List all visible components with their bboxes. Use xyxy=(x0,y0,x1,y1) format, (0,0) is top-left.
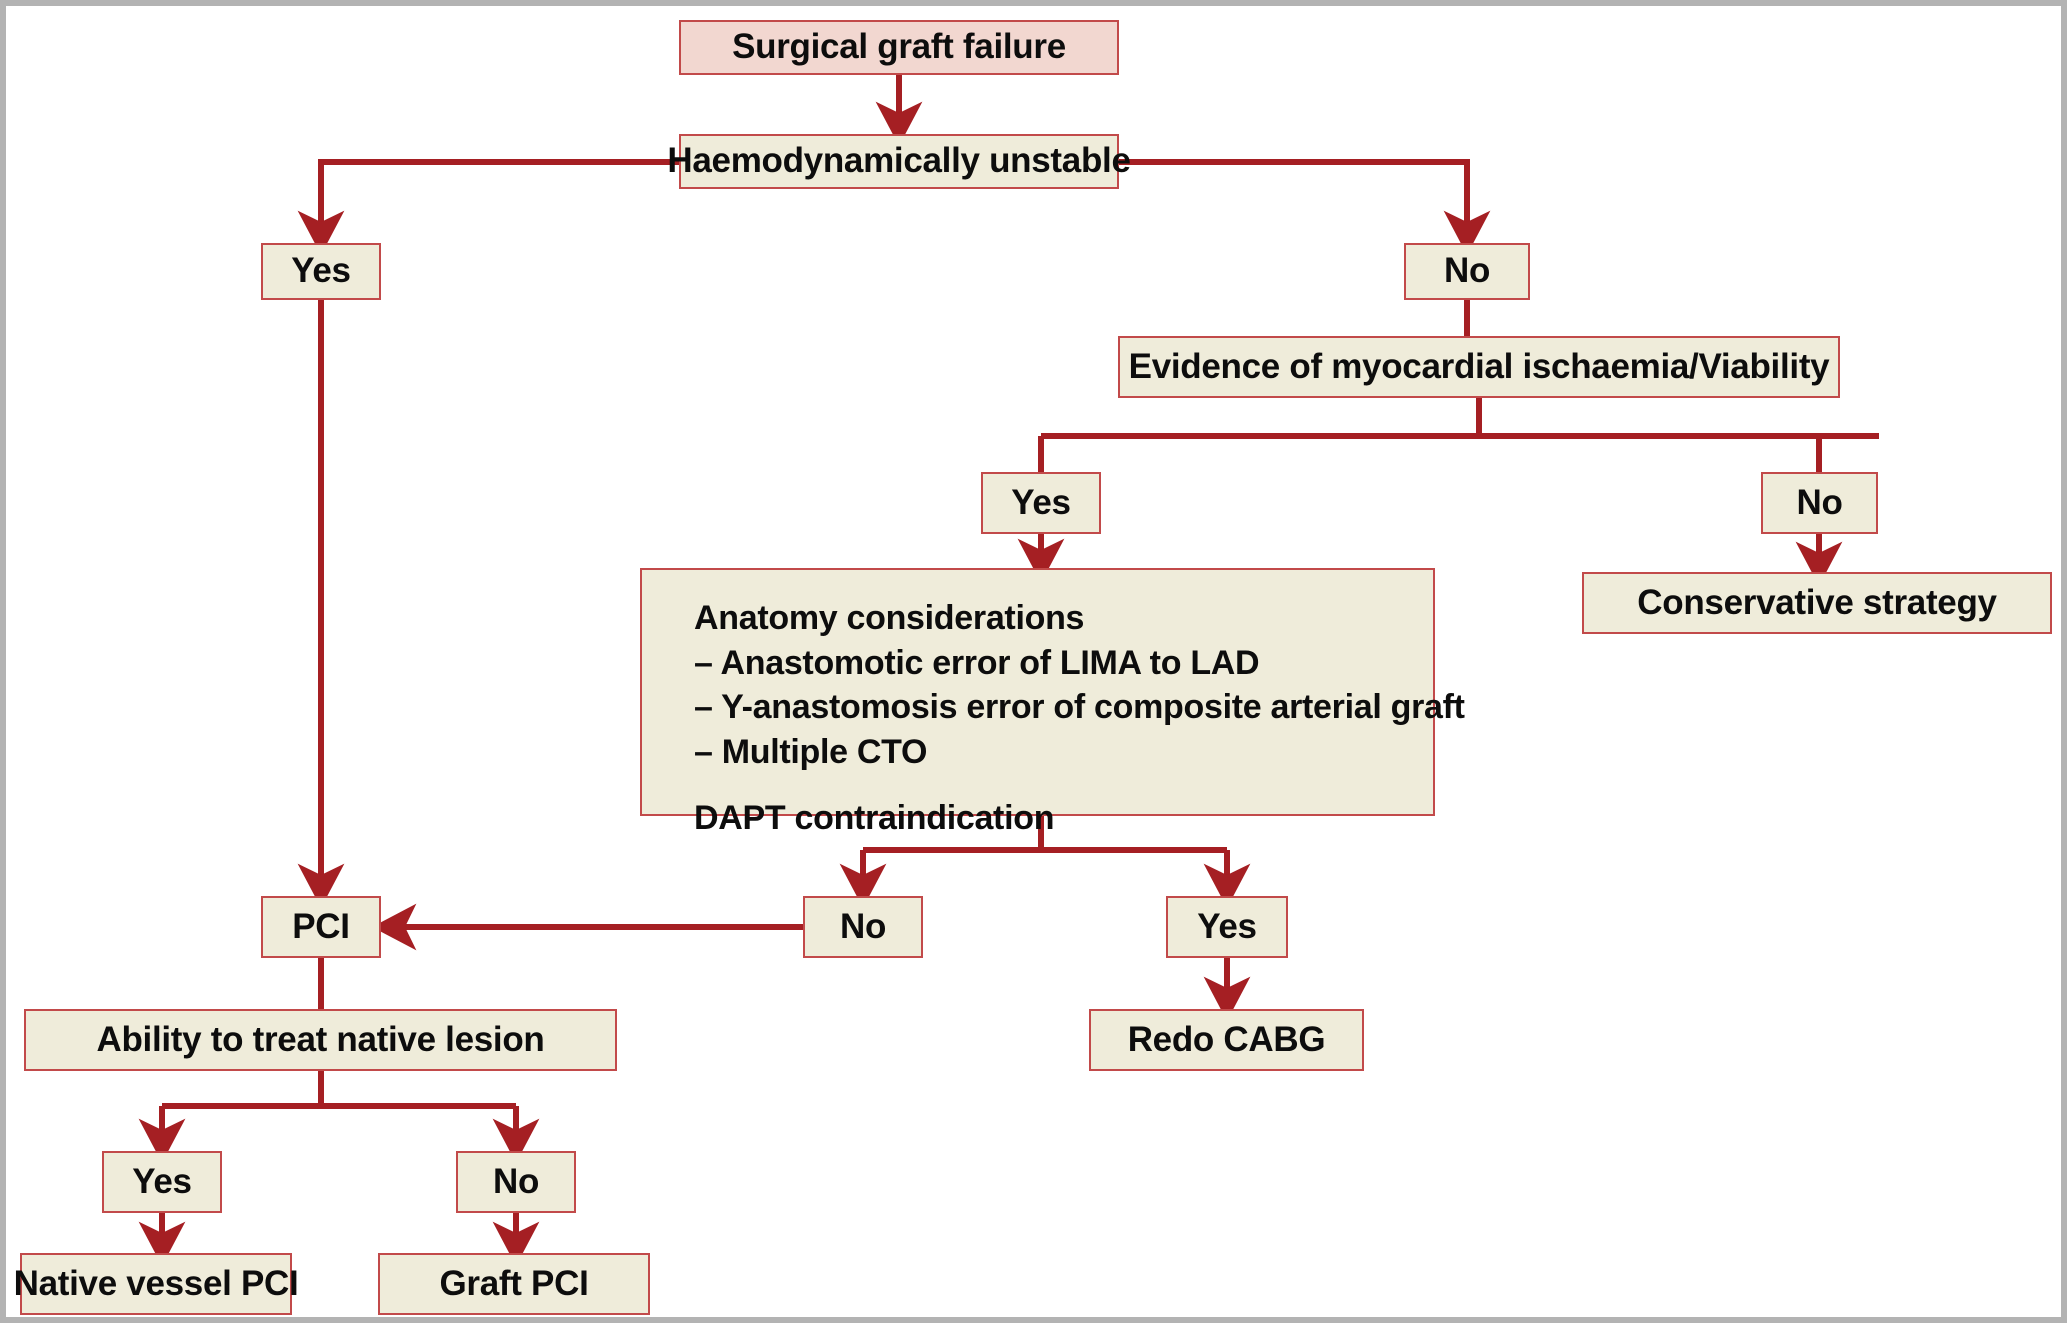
node-ability-no[interactable]: No xyxy=(456,1151,576,1213)
node-label: Yes xyxy=(291,251,351,291)
node-haemo-yes[interactable]: Yes xyxy=(261,243,381,300)
node-ability-yes[interactable]: Yes xyxy=(102,1151,222,1213)
node-pci[interactable]: PCI xyxy=(261,896,381,958)
node-anatomy-yes[interactable]: Yes xyxy=(1166,896,1288,958)
anatomy-bullet-2: – Y-anastomosis error of composite arter… xyxy=(694,688,1465,727)
node-evidence-no[interactable]: No xyxy=(1761,472,1878,534)
node-haemo-no[interactable]: No xyxy=(1404,243,1530,300)
node-evidence-of-myocardial-ischaemia[interactable]: Evidence of myocardial ischaemia/Viabili… xyxy=(1118,336,1840,398)
node-label: Haemodynamically unstable xyxy=(667,141,1131,181)
anatomy-heading: Anatomy considerations xyxy=(694,599,1085,637)
anatomy-footer: DAPT contraindication xyxy=(694,799,1055,838)
node-label: No xyxy=(1796,482,1843,522)
node-label: Graft PCI xyxy=(439,1263,589,1303)
node-redo-cabg[interactable]: Redo CABG xyxy=(1089,1009,1364,1071)
node-label: No xyxy=(1443,251,1491,291)
edge-haemo-to-no1 xyxy=(1119,159,1491,255)
node-label: No xyxy=(839,906,887,946)
node-haemodynamically-unstable[interactable]: Haemodynamically unstable xyxy=(667,134,1131,189)
node-anatomy-no[interactable]: No xyxy=(803,896,923,958)
node-surgical-graft-failure[interactable]: Surgical graft failure xyxy=(679,20,1119,75)
edge-haemo-to-yes1 xyxy=(297,159,679,255)
node-label: Native vessel PCI xyxy=(13,1263,299,1303)
node-conservative-strategy[interactable]: Conservative strategy xyxy=(1582,572,2052,634)
node-label: Surgical graft failure xyxy=(732,27,1066,67)
node-ability-to-treat-native-lesion[interactable]: Ability to treat native lesion xyxy=(24,1009,617,1071)
node-label: Evidence of myocardial ischaemia/Viabili… xyxy=(1128,346,1830,386)
node-anatomy-considerations[interactable]: Anatomy considerations – Anastomotic err… xyxy=(640,568,1465,837)
flowchart-canvas: Surgical graft failure Haemodynamically … xyxy=(6,6,2061,1317)
node-label: Yes xyxy=(132,1161,192,1201)
anatomy-bullet-3: – Multiple CTO xyxy=(694,732,928,771)
node-label: Conservative strategy xyxy=(1637,582,1997,622)
node-label: PCI xyxy=(292,906,350,946)
node-label: Yes xyxy=(1011,482,1071,522)
node-label: Yes xyxy=(1197,906,1257,946)
node-label: Redo CABG xyxy=(1127,1019,1326,1059)
anatomy-bullet-1: – Anastomotic error of LIMA to LAD xyxy=(694,643,1260,682)
node-graft-pci[interactable]: Graft PCI xyxy=(378,1253,650,1315)
node-evidence-yes[interactable]: Yes xyxy=(981,472,1101,534)
node-native-vessel-pci[interactable]: Native vessel PCI xyxy=(14,1253,299,1315)
node-label: Ability to treat native lesion xyxy=(96,1019,545,1059)
node-label: No xyxy=(492,1161,540,1201)
